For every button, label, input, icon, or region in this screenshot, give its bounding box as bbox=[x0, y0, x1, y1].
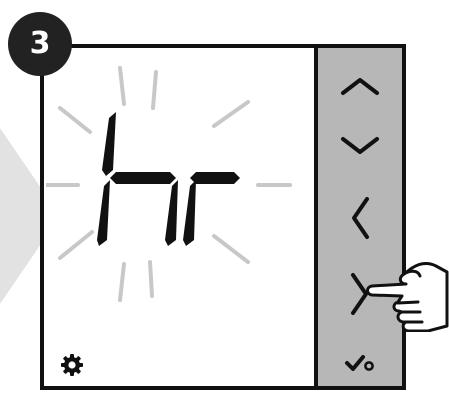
lcd-text-hr bbox=[97, 112, 240, 246]
up-button[interactable] bbox=[318, 56, 402, 116]
chevron-up-icon bbox=[340, 75, 380, 97]
confirm-button[interactable] bbox=[318, 338, 402, 388]
chevron-down-icon bbox=[340, 135, 380, 157]
button-panel bbox=[314, 48, 402, 386]
chevron-left-icon bbox=[349, 196, 371, 240]
gear-icon[interactable] bbox=[60, 353, 84, 377]
step-number-badge: 3 bbox=[8, 12, 72, 76]
left-button[interactable] bbox=[318, 188, 402, 248]
pointing-hand-icon bbox=[366, 258, 449, 332]
check-confirm-icon bbox=[344, 353, 376, 373]
lcd-display bbox=[46, 50, 306, 340]
down-button[interactable] bbox=[318, 116, 402, 176]
